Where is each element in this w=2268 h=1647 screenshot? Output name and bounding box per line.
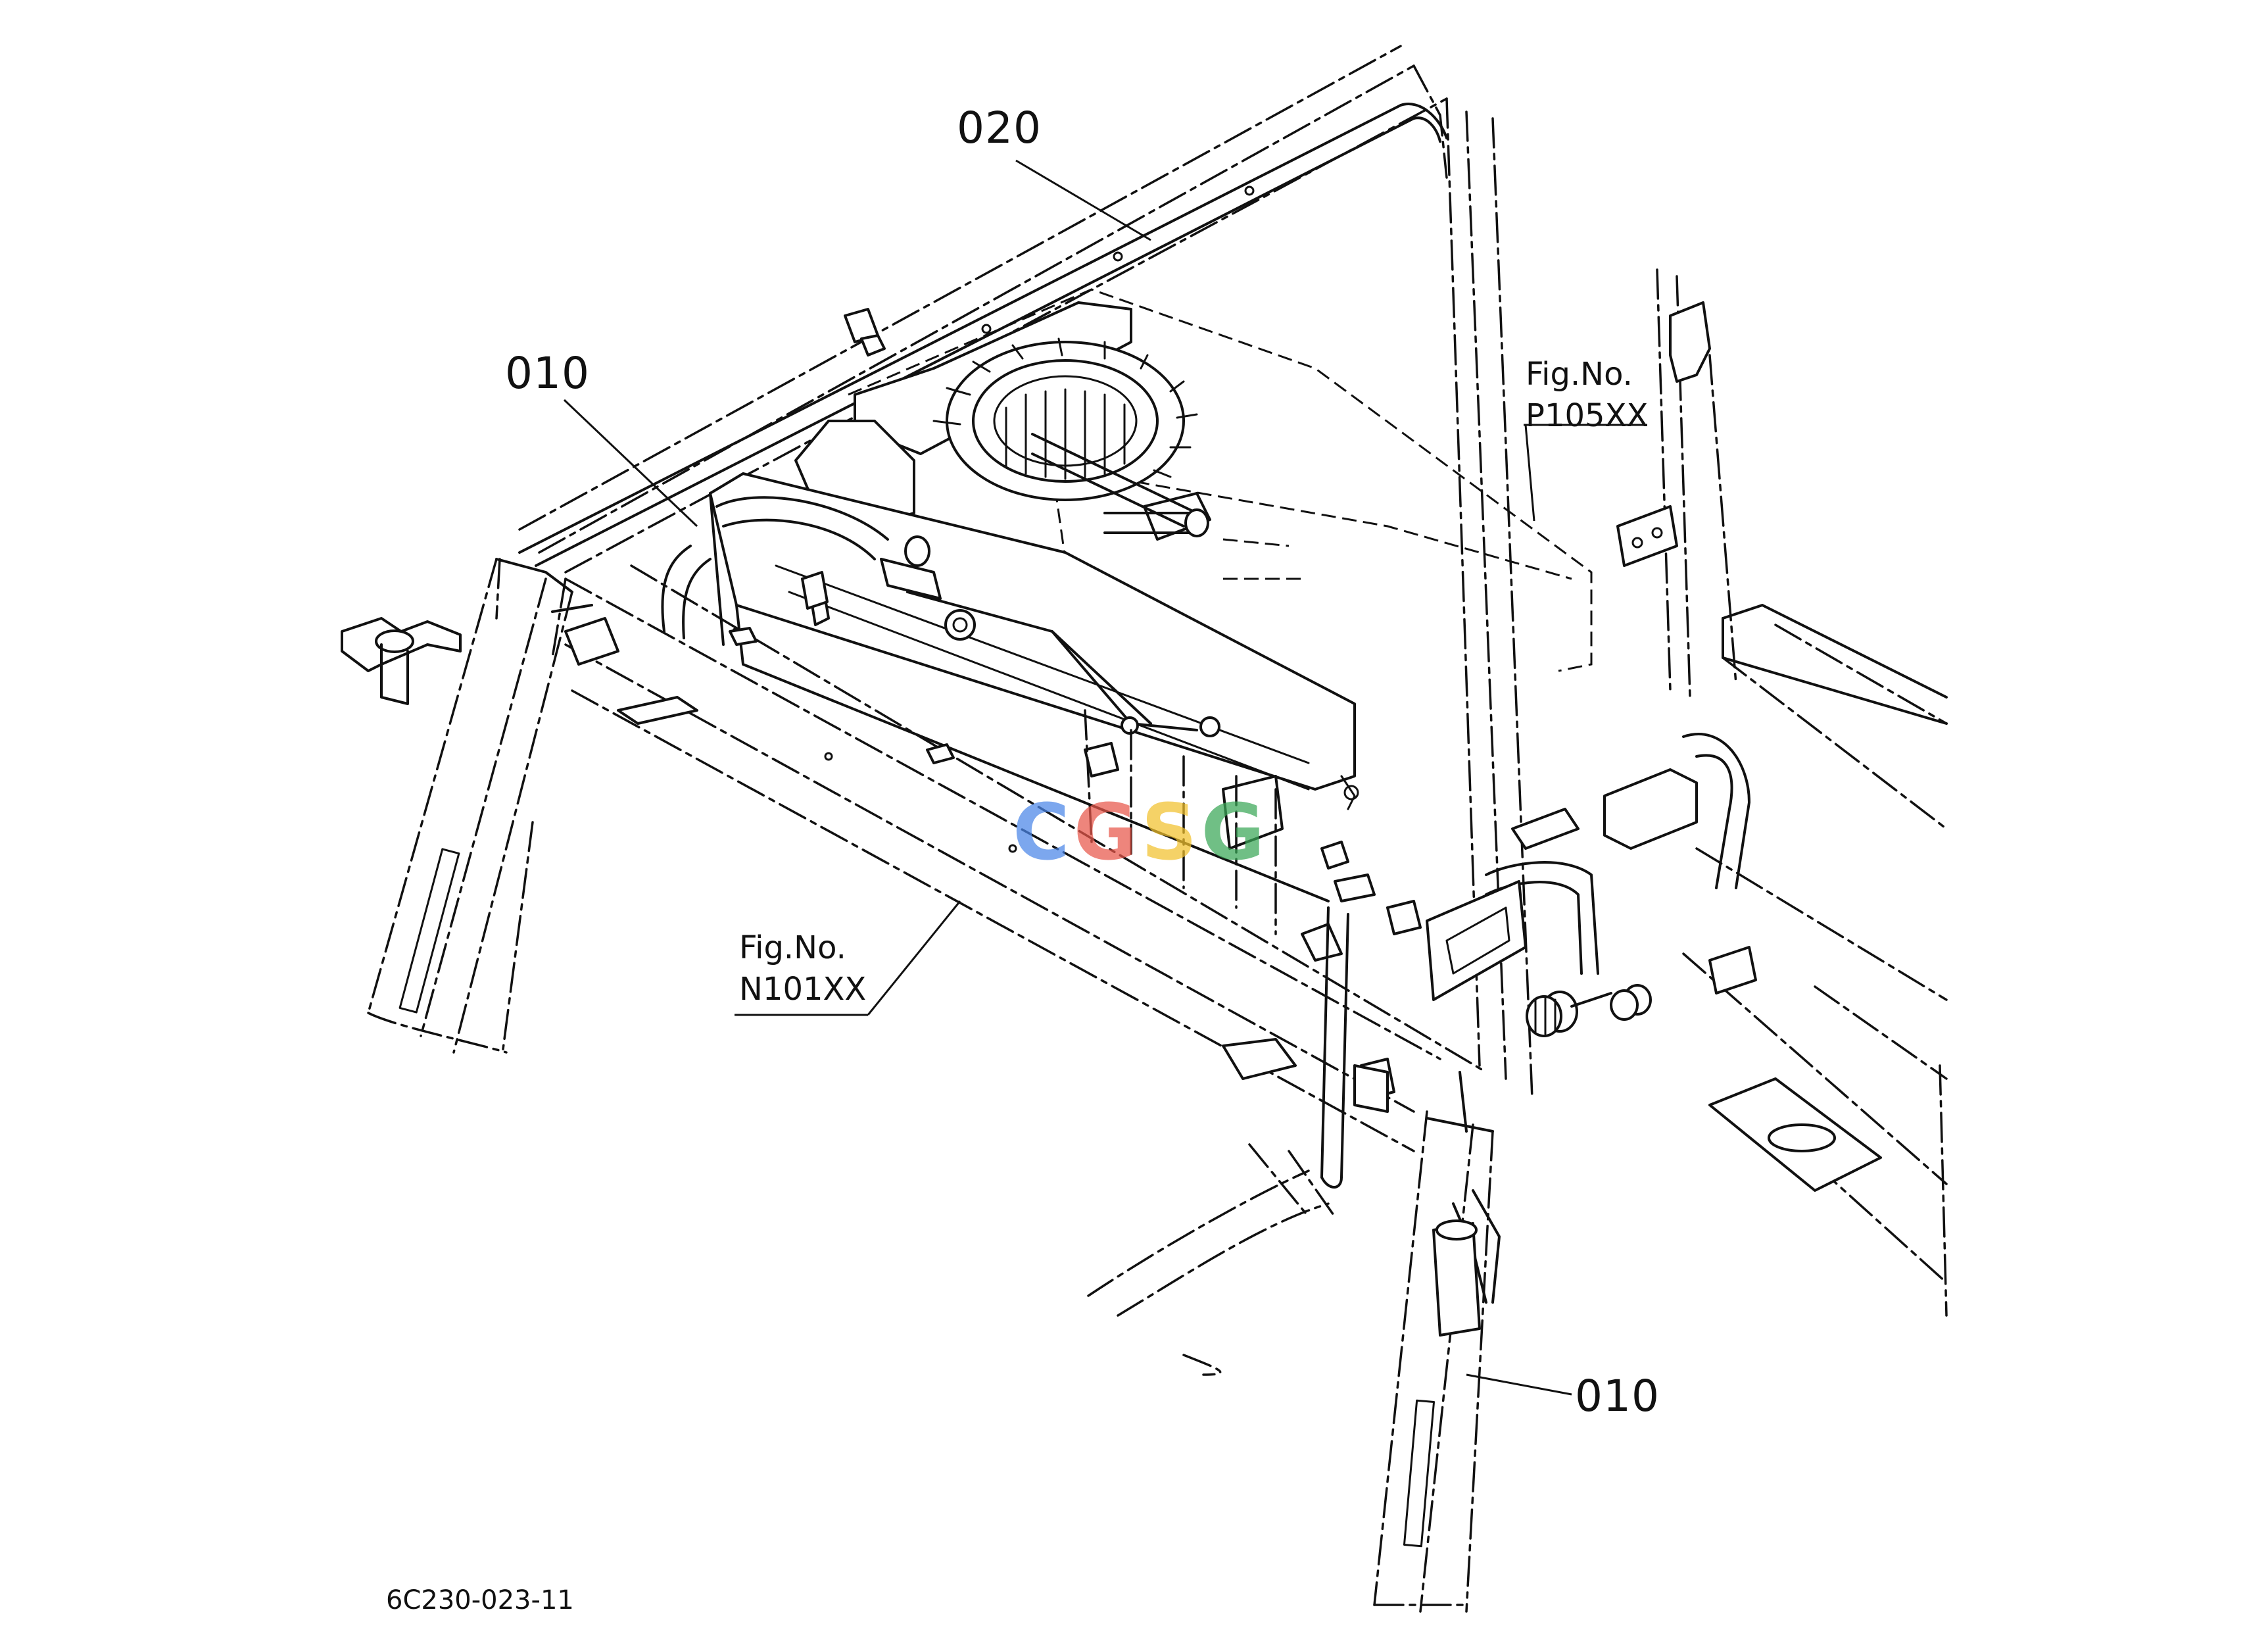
callout-020: 020	[957, 103, 1042, 153]
evaporator-unit	[709, 472, 1422, 935]
leader-lines	[563, 159, 1647, 1396]
drawing-code: 6C230-023-11	[386, 1585, 574, 1615]
figure-ref-p105: Fig.No. P105XX	[1526, 354, 1648, 437]
figure-ref-n101-line1: Fig.No.	[739, 929, 846, 966]
hose-fitting	[1526, 991, 1578, 1037]
floor-plate	[1708, 604, 1948, 1192]
watermark-letter: G	[1073, 787, 1142, 877]
roof-hose-020	[518, 103, 1448, 567]
front-panel	[551, 564, 1487, 1152]
watermark-letter: S	[1141, 787, 1201, 877]
figure-ref-n101: Fig.No. N101XX	[739, 927, 866, 1011]
blower-housing	[794, 288, 1593, 672]
front-pillar-rod	[1320, 906, 1389, 1189]
hose-fitting	[1610, 984, 1652, 1021]
watermark-letter: C	[1013, 787, 1074, 877]
drain-hoses	[715, 496, 1302, 580]
right-cab-pillar	[1373, 1071, 1494, 1613]
watermark-letter: G	[1201, 787, 1269, 877]
roof-clip	[844, 308, 886, 356]
fender-lines	[367, 1012, 1336, 1376]
right-side-hoses	[1426, 733, 1757, 1337]
figure-ref-n101-line2: N101XX	[739, 971, 867, 1008]
roof-brackets	[1616, 301, 1711, 567]
figure-ref-p105-line1: Fig.No.	[1526, 356, 1633, 393]
callout-010-right: 010	[1575, 1371, 1660, 1421]
figure-ref-p105-line2: P105XX	[1526, 397, 1649, 435]
callout-010-left: 010	[505, 348, 590, 399]
panel-clamps	[617, 627, 1395, 1100]
left-hose-010	[341, 545, 712, 705]
watermark-logo: CGSG	[1013, 787, 1268, 877]
left-cab-pillar	[367, 558, 573, 1054]
